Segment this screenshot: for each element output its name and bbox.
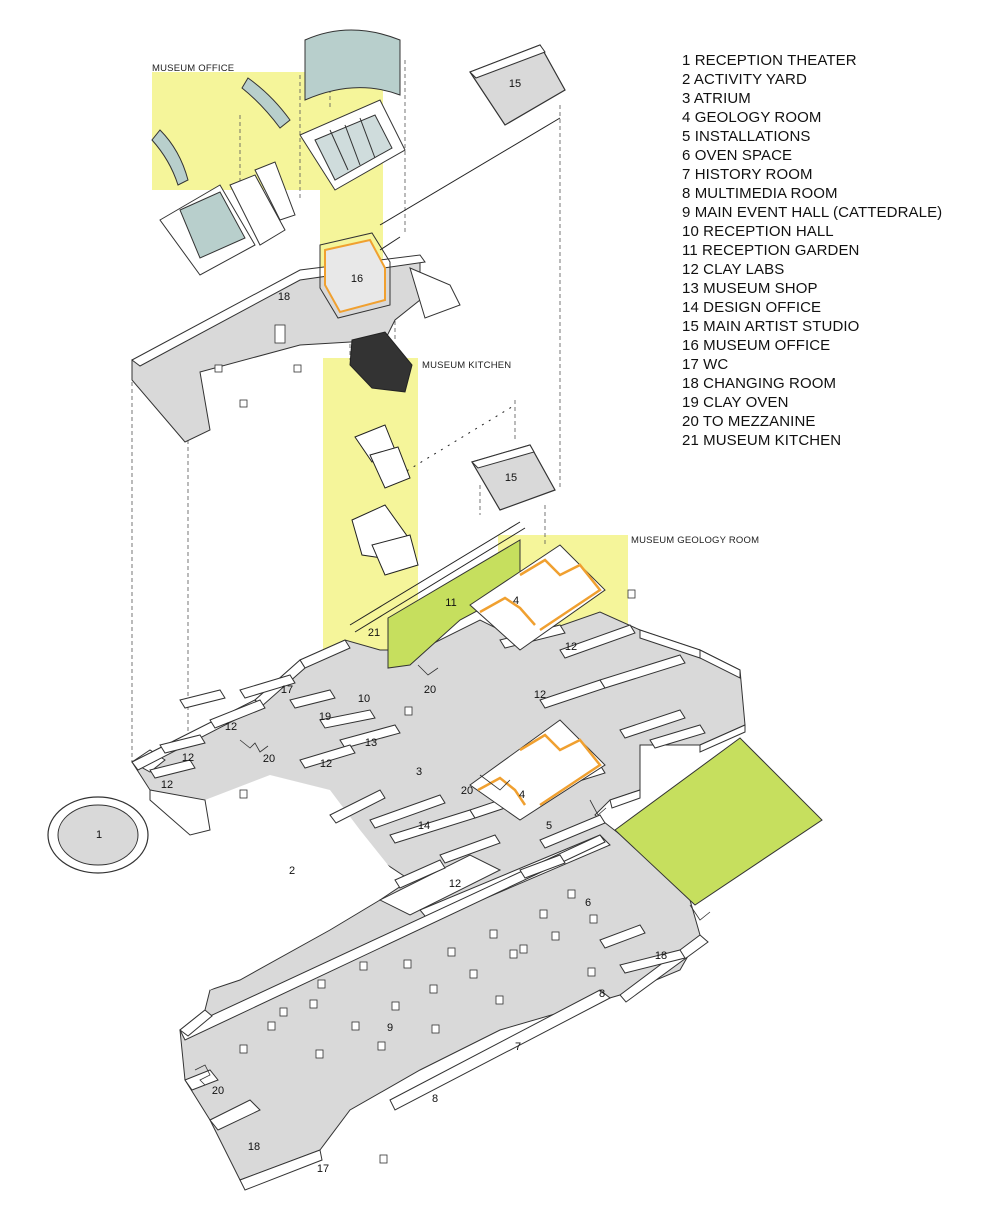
legend-item: 10 RECEPTION HALL [682, 223, 834, 240]
legend-item: 3 ATRIUM [682, 90, 751, 107]
legend-item: 13 MUSEUM SHOP [682, 280, 818, 297]
room-number: 13 [364, 737, 378, 749]
legend-item: 18 CHANGING ROOM [682, 375, 837, 392]
museum-geology-room-callout: MUSEUM GEOLOGY ROOM [631, 535, 760, 546]
museum-kitchen-pieces [349, 331, 419, 576]
ground-level [47, 539, 823, 1191]
room-number: 17 [316, 1163, 330, 1175]
room-number: 16 [350, 273, 364, 285]
reception-garden [387, 539, 521, 669]
legend-item: 6 OVEN SPACE [682, 147, 793, 164]
room-number: 4 [512, 595, 520, 607]
legend-item: 20 TO MEZZANINE [682, 413, 816, 430]
room-number: 18 [654, 950, 668, 962]
room-number: 4 [518, 789, 526, 801]
reception-theater [47, 796, 149, 874]
legend-item: 9 MAIN EVENT HALL (CATTEDRALE) [682, 204, 943, 221]
projection-lines [131, 40, 561, 790]
room-number: 11 [445, 597, 457, 609]
legend-item: 15 MAIN ARTIST STUDIO [682, 318, 860, 335]
museum-office-callout: MUSEUM OFFICE [152, 63, 235, 74]
legend-item: 8 MULTIMEDIA ROOM [682, 185, 838, 202]
room-number: 20 [423, 684, 437, 696]
side-garden [614, 737, 823, 906]
activity-yard [200, 775, 400, 990]
legend-item: 16 MUSEUM OFFICE [682, 337, 831, 354]
legend-item: 14 DESIGN OFFICE [682, 299, 822, 316]
legend-item: 1 RECEPTION THEATER [682, 52, 857, 69]
columns [239, 589, 636, 1164]
room-number: 1 [95, 829, 103, 841]
room-number: 12 [448, 878, 462, 890]
room-number: 8 [598, 988, 606, 1000]
room-number: 12 [160, 779, 174, 791]
museum-office-roof-pieces [151, 29, 406, 276]
legend-item: 4 GEOLOGY ROOM [682, 109, 822, 126]
room-number: 20 [262, 753, 276, 765]
room-number: 10 [357, 693, 371, 705]
stairs [194, 664, 711, 1086]
room-number: 12 [181, 752, 195, 764]
room-number: 18 [247, 1141, 261, 1153]
legend-item: 19 CLAY OVEN [682, 394, 789, 411]
legend-item: 7 HISTORY ROOM [682, 166, 813, 183]
room-number: 8 [431, 1093, 439, 1105]
bridge-hatching [349, 117, 561, 633]
room-number: 5 [545, 820, 553, 832]
room-number: 3 [415, 766, 423, 778]
geology-room-lower [469, 719, 606, 821]
legend-item: 2 ACTIVITY YARD [682, 71, 807, 88]
room-number: 17 [280, 684, 294, 696]
room-number: 20 [211, 1085, 225, 1097]
room-number: 9 [386, 1022, 394, 1034]
room-number: 2 [288, 865, 296, 877]
legend-item: 17 WC [682, 356, 729, 373]
legend-item: 12 CLAY LABS [682, 261, 785, 278]
legend-item: 11 RECEPTION GARDEN [682, 242, 860, 259]
room-number: 15 [508, 78, 522, 90]
room-number: 14 [417, 820, 431, 832]
main-artist-studio-block [471, 444, 556, 511]
room-number: 12 [564, 641, 578, 653]
legend-item: 21 MUSEUM KITCHEN [682, 432, 842, 449]
mezzanine-level [131, 44, 566, 443]
room-number: 15 [504, 472, 518, 484]
legend-item: 5 INSTALLATIONS [682, 128, 811, 145]
room-number: 19 [318, 711, 332, 723]
geology-room-upper [469, 544, 606, 651]
room-number: 6 [584, 897, 592, 909]
room-number: 20 [460, 785, 474, 797]
room-number: 12 [533, 689, 547, 701]
museum-kitchen-callout: MUSEUM KITCHEN [422, 360, 512, 371]
room-number: 18 [277, 291, 291, 303]
room-legend: 1 RECEPTION THEATER 2 ACTIVITY YARD 3 ATRI… [682, 51, 942, 450]
room-number: 12 [319, 758, 333, 770]
room-number: 12 [224, 721, 238, 733]
room-number: 7 [514, 1041, 522, 1053]
room-number: 21 [367, 627, 381, 639]
